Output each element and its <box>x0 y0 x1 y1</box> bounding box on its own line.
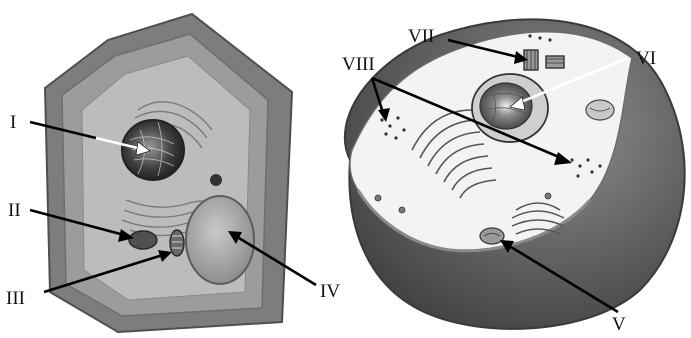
plant-cell <box>45 14 292 332</box>
label-I: I <box>10 112 16 133</box>
plant-nucleus <box>122 120 184 180</box>
label-IV: IV <box>320 281 340 302</box>
label-VIII: VIII <box>342 54 375 75</box>
label-VI: VI <box>636 48 656 69</box>
label-V: V <box>612 314 626 335</box>
plant-small-vesicle <box>210 174 222 186</box>
animal-cell <box>345 19 685 328</box>
label-III: III <box>6 288 25 309</box>
label-VII: VII <box>408 26 434 47</box>
plant-mitochondrion <box>170 230 184 256</box>
plant-chloroplast <box>129 231 157 249</box>
label-II: II <box>8 200 21 221</box>
animal-nucleus <box>472 74 548 142</box>
